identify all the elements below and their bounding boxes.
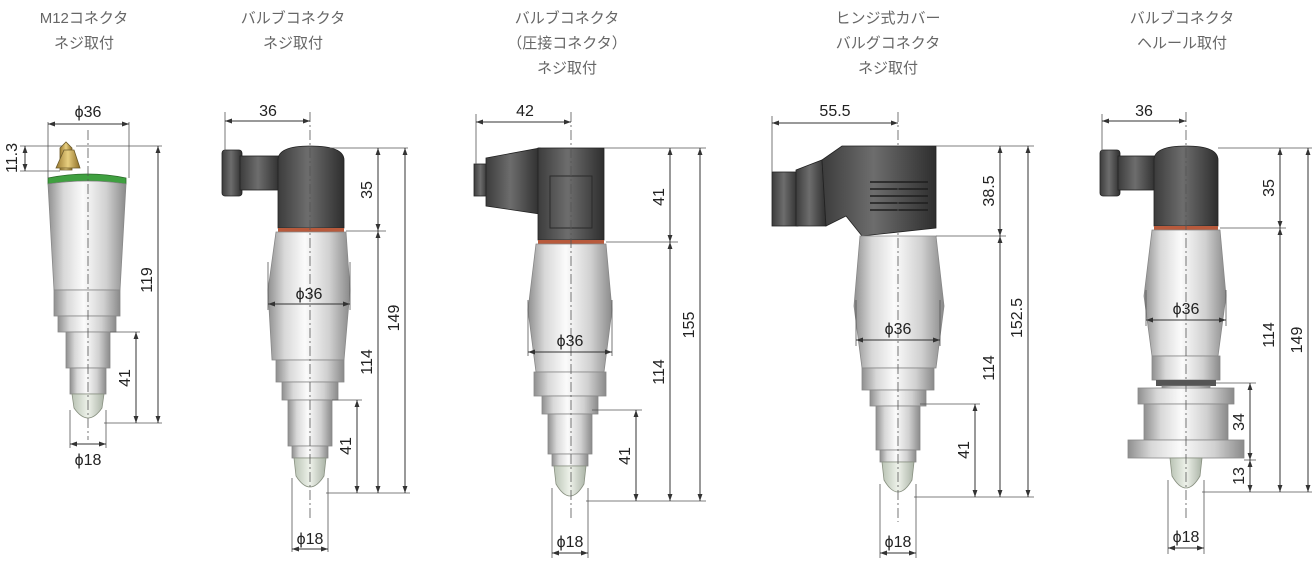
dim-body-diameter: ϕ36 — [885, 321, 912, 338]
dim-connector-offset: 36 — [259, 103, 277, 120]
dim-head-height: 35 — [359, 181, 376, 199]
dim-total-length: 155 — [681, 312, 698, 339]
dim-connector-offset: 36 — [1135, 103, 1153, 120]
caption-line: ヘルール取付 — [1136, 35, 1227, 52]
caption-line: バルブコネクタ — [514, 10, 620, 27]
dim-lower-length: 41 — [338, 437, 355, 455]
dim-body-diameter: ϕ36 — [296, 286, 323, 303]
dim-lower-length: 41 — [617, 447, 634, 465]
caption-line: ネジ取付 — [536, 60, 597, 77]
dim-tip-diameter: ϕ18 — [75, 452, 102, 469]
dim-body-length: 114 — [651, 359, 668, 385]
dim-tip-diameter: ϕ18 — [885, 534, 912, 551]
sensor-valve-ferrule: 36 35 ϕ36 114 149 34 13 ϕ18 — [1099, 103, 1312, 554]
sensor-valve-screw: 36 35 ϕ36 149 114 41 ϕ18 — [221, 103, 410, 552]
caption-line: バルブコネクタ — [1129, 10, 1235, 27]
caption-line: ネジ取付 — [53, 35, 114, 52]
caption-line: （圧接コネクタ） — [507, 35, 627, 52]
dim-lower-length: 41 — [956, 441, 973, 459]
sensor-valve-crimp-screw: 42 41 155 ϕ36 114 41 ϕ18 — [473, 103, 706, 558]
dim-body-diameter: ϕ36 — [1173, 301, 1200, 318]
dim-ferrule-height: 34 — [1231, 413, 1248, 431]
dim-lower-length: 41 — [117, 369, 134, 387]
caption-line: バルグコネクタ — [835, 35, 941, 52]
caption-hinged-screw: ヒンジ式カバー バルグコネクタ ネジ取付 — [788, 6, 988, 81]
caption-line: M12コネクタ — [39, 10, 129, 27]
caption-valve-ferrule: バルブコネクタ ヘルール取付 — [1082, 6, 1282, 56]
caption-line: バルブコネクタ — [240, 10, 346, 27]
dim-top-diameter: ϕ36 — [75, 104, 102, 121]
caption-valve-screw: バルブコネクタ ネジ取付 — [193, 6, 393, 56]
dim-connector-offset: 55.5 — [819, 103, 850, 120]
dim-connector-height: 11.3 — [4, 143, 21, 173]
dim-total-length: 149 — [1289, 327, 1306, 354]
sensor-m12-screw: ϕ36 11.3 119 41 ϕ18 — [4, 104, 162, 469]
dim-body-diameter: ϕ36 — [557, 333, 584, 350]
dim-total-length: 152.5 — [1009, 298, 1026, 338]
dim-head-height: 41 — [651, 188, 668, 206]
caption-line: ネジ取付 — [857, 60, 918, 77]
dim-total-length: 149 — [386, 305, 403, 332]
caption-valve-crimp-screw: バルブコネクタ （圧接コネクタ） ネジ取付 — [467, 6, 667, 81]
dim-body-length: 114 — [359, 349, 376, 375]
sensor-hinged-cover-screw: 55.5 38.5 152.5 ϕ36 114 41 ϕ18 — [771, 103, 1034, 558]
dim-tip-length: 13 — [1231, 467, 1248, 485]
dim-head-height: 38.5 — [981, 175, 998, 206]
dim-total-length: 119 — [139, 267, 156, 293]
caption-line: ネジ取付 — [262, 35, 323, 52]
dim-body-length: 114 — [981, 355, 998, 381]
caption-line: ヒンジ式カバー — [835, 10, 941, 27]
dim-tip-diameter: ϕ18 — [557, 534, 584, 551]
dim-head-height: 35 — [1261, 179, 1278, 197]
dim-tip-diameter: ϕ18 — [1173, 529, 1200, 546]
dim-connector-offset: 42 — [516, 103, 534, 120]
dim-body-length: 114 — [1261, 322, 1278, 348]
dim-tip-diameter: ϕ18 — [297, 531, 324, 548]
caption-m12-screw: M12コネクタ ネジ取付 — [0, 6, 184, 56]
